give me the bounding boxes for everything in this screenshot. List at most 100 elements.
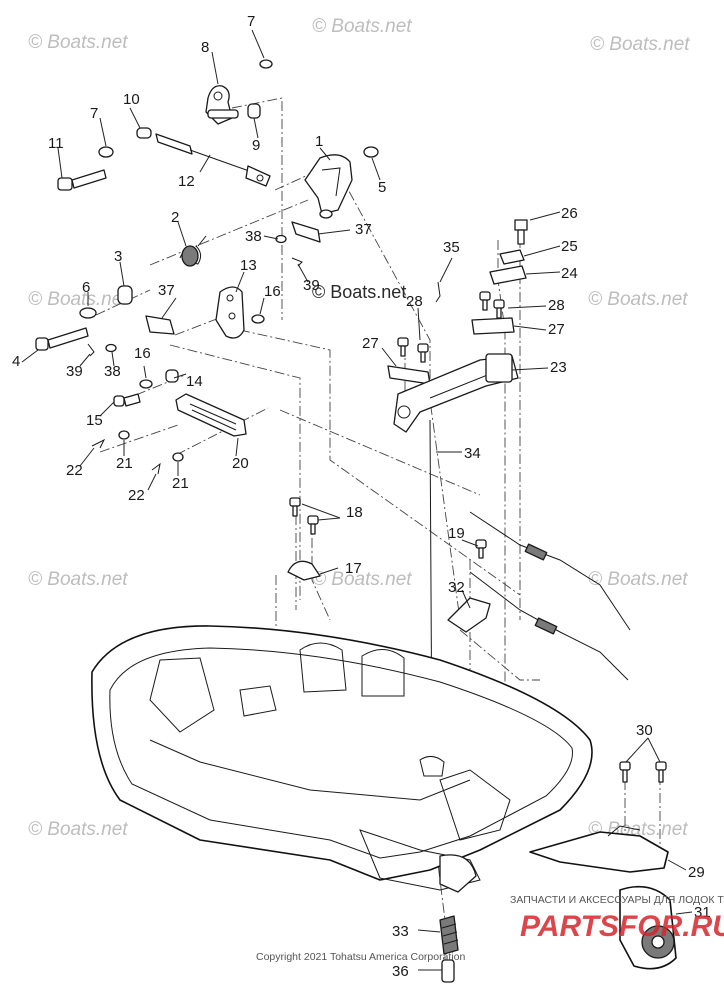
callout-37: 37 <box>355 221 372 238</box>
callout-38: 38 <box>245 228 262 245</box>
bottom-cowl <box>91 625 593 893</box>
callout-23: 23 <box>550 359 567 376</box>
callout-16: 16 <box>264 283 281 300</box>
callout-22: 22 <box>66 462 83 479</box>
clip-39-left <box>87 343 95 357</box>
plate-27-right <box>471 317 515 335</box>
control-parts <box>287 219 667 783</box>
callout-21: 21 <box>116 455 133 472</box>
watermark: © Boats.net <box>590 34 690 55</box>
bolt-19 <box>475 539 487 559</box>
callout-29: 29 <box>688 864 705 881</box>
callout-21: 21 <box>172 475 189 492</box>
callout-9: 9 <box>252 137 260 154</box>
callout-26: 26 <box>561 205 578 222</box>
clip-22-a <box>91 438 106 449</box>
watermark: © Boats.net <box>588 569 688 590</box>
callout-25: 25 <box>561 238 578 255</box>
rear-bracket-29 <box>529 825 669 873</box>
spring-2 <box>179 235 207 267</box>
callout-3: 3 <box>114 248 122 265</box>
washer-38-left <box>105 343 117 353</box>
bell-crank-1 <box>304 154 353 219</box>
bracket-23 <box>393 353 519 433</box>
watermark: © Boats.net <box>28 32 128 53</box>
store-logo: PARTSFOR.RU <box>520 910 724 943</box>
callout-17: 17 <box>345 560 362 577</box>
copyright-notice: Copyright 2021 Tohatsu America Corporati… <box>256 951 466 963</box>
watermark: © Boats.net <box>28 819 128 840</box>
callout-33: 33 <box>392 923 409 940</box>
clip-39-top <box>291 257 303 267</box>
callout-39: 39 <box>303 277 320 294</box>
washer-16-right <box>251 314 265 324</box>
link-37-left <box>145 315 175 335</box>
washer-16-left <box>139 379 153 389</box>
store-tagline: ЗАПЧАСТИ И АКСЕССУАРЫ ДЛЯ ЛОДОК ТЕХНИКИ <box>510 894 724 906</box>
callout-39: 39 <box>66 363 83 380</box>
washer-7-left <box>98 146 114 158</box>
callout-24: 24 <box>561 265 578 282</box>
callout-22: 22 <box>128 487 145 504</box>
bushing-14 <box>165 369 179 383</box>
grommet-33 <box>439 915 459 955</box>
callout-36: 36 <box>392 963 409 980</box>
store-overlay: ЗАПЧАСТИ И АКСЕССУАРЫ ДЛЯ ЛОДОК ТЕХНИКИ … <box>510 894 724 943</box>
watermark: © Boats.net <box>312 569 412 590</box>
bolt-28-left <box>397 337 429 363</box>
arm-20 <box>175 393 247 437</box>
callout-10: 10 <box>123 91 140 108</box>
cables <box>469 511 631 681</box>
callout-19: 19 <box>448 525 465 542</box>
callout-27: 27 <box>548 321 565 338</box>
callout-28: 28 <box>548 297 565 314</box>
callout-labels: 7 8 10 7 11 9 1 12 5 2 38 37 3 13 39 6 3… <box>12 13 711 980</box>
cable-rod-12 <box>155 133 271 187</box>
callout-27: 27 <box>362 335 379 352</box>
callout-18: 18 <box>346 504 363 521</box>
callout-7: 7 <box>247 13 255 30</box>
callout-35: 35 <box>443 239 460 256</box>
bracket-32 <box>447 597 491 633</box>
callout-8: 8 <box>201 39 209 56</box>
callout-15: 15 <box>86 412 103 429</box>
callout-32: 32 <box>448 579 465 596</box>
callout-11: 11 <box>48 135 64 152</box>
callout-37: 37 <box>158 282 175 299</box>
cotter-35 <box>435 281 441 303</box>
bushing-10 <box>136 127 152 139</box>
bolt-15 <box>113 393 141 407</box>
callout-16: 16 <box>134 345 151 362</box>
plate-24 <box>489 265 527 285</box>
washer-21-b <box>172 452 184 462</box>
clip-22-b <box>151 462 161 475</box>
grommet-31 <box>619 885 677 970</box>
callout-2: 2 <box>171 209 179 226</box>
watermark: © Boats.net <box>28 289 128 310</box>
watermark: © Boats.net <box>312 16 412 37</box>
plate-27-left <box>387 365 431 385</box>
callout-20: 20 <box>232 455 249 472</box>
collar-9 <box>247 103 261 119</box>
callout-13: 13 <box>240 257 257 274</box>
bolt-26 <box>514 219 528 245</box>
callout-5: 5 <box>378 179 386 196</box>
plate-13 <box>215 286 245 339</box>
bolt-18 <box>289 497 319 535</box>
linkage-parts <box>35 59 379 475</box>
callout-34: 34 <box>464 445 481 462</box>
pin-4 <box>35 327 89 351</box>
link-37-top <box>291 221 321 243</box>
washer-7-top <box>259 59 273 69</box>
callout-28: 28 <box>406 293 423 310</box>
watermark: © Boats.net <box>28 569 128 590</box>
callout-1: 1 <box>315 133 323 150</box>
pin-36 <box>441 959 455 983</box>
callout-7: 7 <box>90 105 98 122</box>
callout-31: 31 <box>694 904 711 921</box>
leader-lines <box>21 29 693 971</box>
plate-25 <box>499 249 525 265</box>
callout-14: 14 <box>186 373 203 390</box>
